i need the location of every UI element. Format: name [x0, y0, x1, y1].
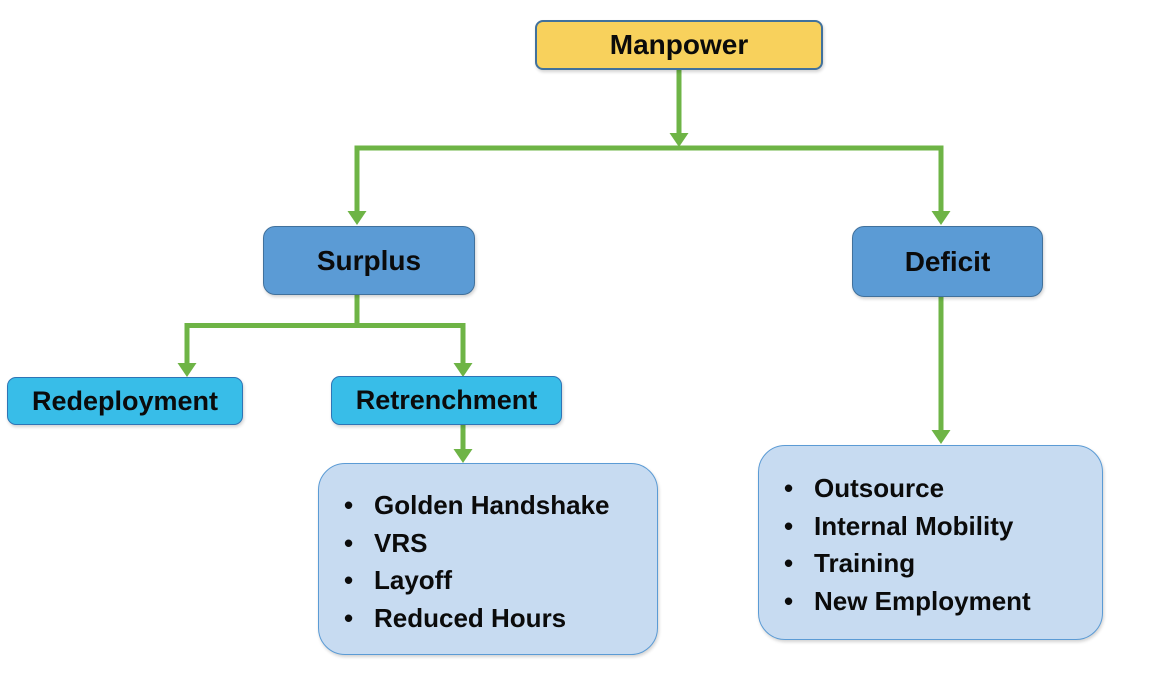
arrowhead-to-deficit-options — [931, 430, 951, 444]
list-item: New Employment — [759, 583, 1102, 621]
node-manpower: Manpower — [535, 20, 823, 70]
node-surplus: Surplus — [263, 226, 475, 295]
retrenchment-options-list: Golden HandshakeVRSLayoffReduced Hours — [319, 487, 657, 637]
list-item: Golden Handshake — [319, 487, 657, 525]
arrowhead-to-surplus — [347, 211, 367, 225]
node-redeployment: Redeployment — [7, 377, 243, 425]
node-deficit: Deficit — [852, 226, 1043, 297]
arrowhead-to-deficit — [931, 211, 951, 225]
deficit-options-list: OutsourceInternal MobilityTrainingNew Em… — [759, 470, 1102, 620]
list-item: VRS — [319, 525, 657, 563]
connector-main-split — [354, 145, 944, 212]
list-item: Outsource — [759, 470, 1102, 508]
node-redeployment-label: Redeployment — [31, 385, 219, 416]
node-retrenchment: Retrenchment — [331, 376, 562, 425]
node-retrenchment-label: Retrenchment — [355, 385, 538, 415]
node-surplus-label: Surplus — [316, 244, 422, 276]
list-item: Internal Mobility — [759, 508, 1102, 546]
list-item: Training — [759, 545, 1102, 583]
deficit-options-box: OutsourceInternal MobilityTrainingNew Em… — [758, 445, 1103, 640]
arrowhead-to-retrenchment-options — [453, 449, 473, 463]
arrowhead-to-retrenchment — [453, 363, 473, 377]
node-manpower-label: Manpower — [609, 29, 749, 60]
node-deficit-label: Deficit — [904, 245, 991, 277]
arrowhead-to-redeployment — [177, 363, 197, 377]
connector-surplus-split — [184, 323, 466, 364]
retrenchment-options-box: Golden HandshakeVRSLayoffReduced Hours — [318, 463, 658, 655]
list-item: Reduced Hours — [319, 600, 657, 638]
arrowhead-manpower-trunk — [669, 133, 689, 147]
list-item: Layoff — [319, 562, 657, 600]
